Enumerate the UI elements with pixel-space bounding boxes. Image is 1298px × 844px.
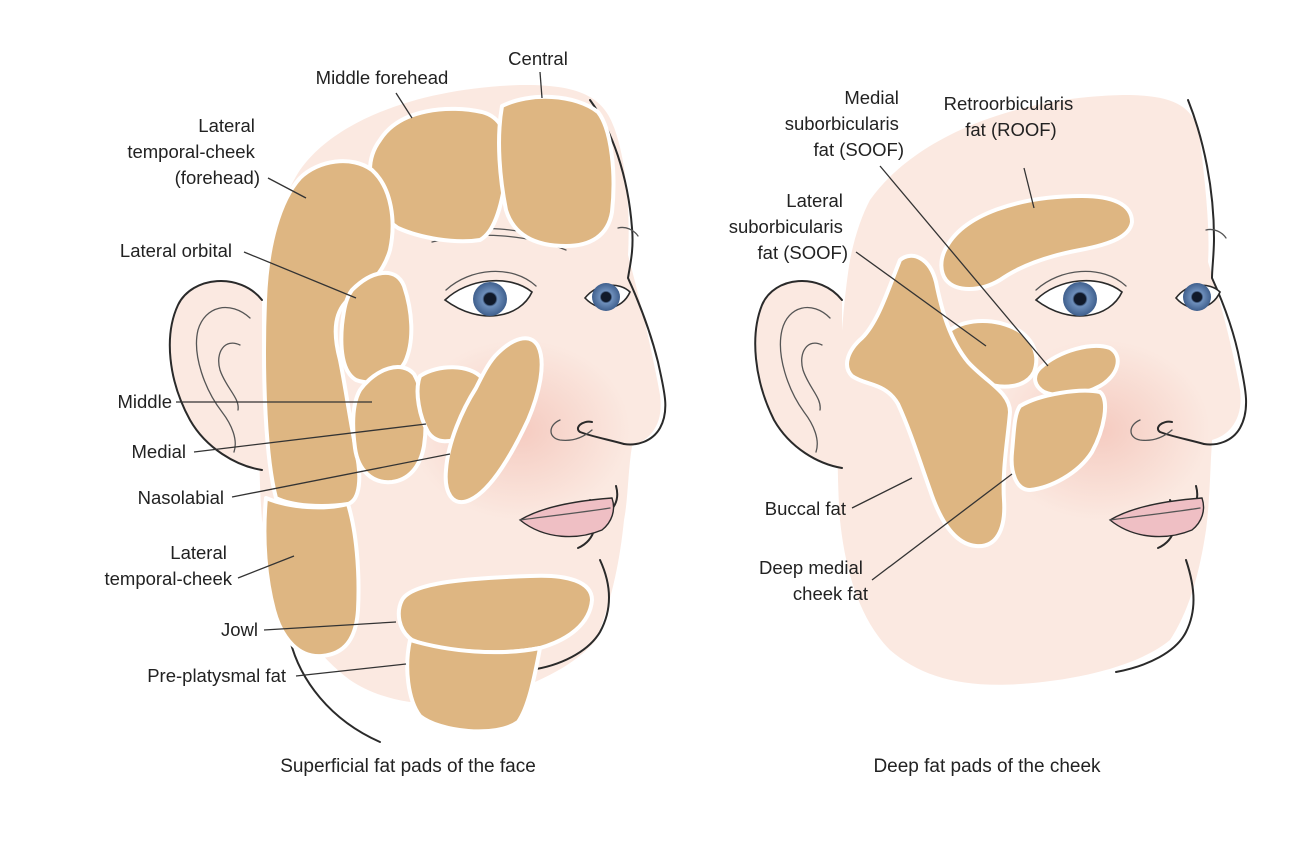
right-ear <box>755 280 842 468</box>
left-lips <box>518 497 615 538</box>
label-deep-medial-cheek-fat: Deep medial cheek fat <box>759 557 868 604</box>
left-fat-pads <box>262 94 616 734</box>
left-ear <box>169 280 262 470</box>
leader-lines <box>176 71 1049 677</box>
right-labels: Medial suborbicularis fat (SOOF) Retroor… <box>729 87 1101 777</box>
label-pre-platysmal-fat: Pre-platysmal fat <box>147 665 286 686</box>
label-lateral-temporal-cheek: Lateral temporal-cheek <box>104 542 232 589</box>
fat-pad-medial-soof <box>1033 344 1120 398</box>
label-lateral-orbital: Lateral orbital <box>120 240 232 261</box>
label-roof: Retroorbicularis fat (ROOF) <box>944 93 1079 140</box>
label-nasolabial: Nasolabial <box>138 487 224 508</box>
fat-pad-middle <box>351 365 428 485</box>
caption-superficial: Superficial fat pads of the face <box>280 756 536 777</box>
caption-deep: Deep fat pads of the cheek <box>873 756 1101 777</box>
label-medial-soof: Medial suborbicularis fat (SOOF) <box>785 87 904 160</box>
label-lateral-temporal-cheek-forehead: Lateral temporal-cheek (forehead) <box>127 115 260 188</box>
label-medial: Medial <box>132 441 187 462</box>
fat-pad-buccal <box>845 253 1012 549</box>
fat-pad-deep-medial-cheek <box>1009 388 1108 492</box>
right-fat-pads <box>845 194 1134 549</box>
label-central: Central <box>508 48 568 69</box>
right-lips <box>1108 497 1205 538</box>
label-jowl: Jowl <box>221 619 258 640</box>
label-middle-forehead: Middle forehead <box>316 67 449 88</box>
fat-pad-roof <box>939 194 1134 291</box>
fat-pad-pre-platysmal <box>405 638 542 734</box>
fat-pad-nasolabial <box>443 336 544 504</box>
left-labels: Middle forehead Central Lateral temporal… <box>104 48 567 777</box>
fat-pad-jowl <box>396 573 594 655</box>
label-lateral-soof: Lateral suborbicularis fat (SOOF) <box>729 190 848 263</box>
label-buccal-fat: Buccal fat <box>765 498 846 519</box>
fat-pad-lateral-temporal-cheek <box>262 496 361 659</box>
label-middle: Middle <box>118 391 173 412</box>
fat-pad-central <box>497 94 616 248</box>
